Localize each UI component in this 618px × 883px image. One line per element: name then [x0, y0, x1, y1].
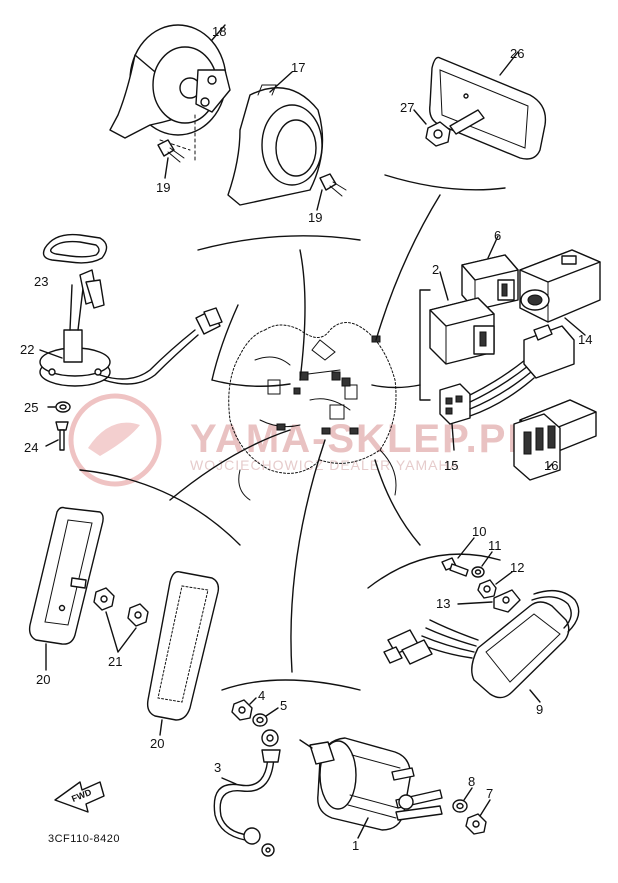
- connector-15: [439, 324, 575, 451]
- watermark-logo-icon: [68, 393, 162, 487]
- callout-18: 18: [212, 24, 226, 39]
- frame-sketch: [228, 322, 397, 501]
- washer-25: [47, 401, 71, 413]
- callout-9: 9: [536, 702, 543, 717]
- forward-arrow-icon: FWD: [54, 781, 105, 813]
- nuts-21: [93, 587, 149, 653]
- callout-5: 5: [280, 698, 287, 713]
- callouts: 18 17 19 19 26 27 23 22 25 24 6 2 14 15 …: [20, 24, 592, 853]
- reflector-20-front: [146, 571, 220, 736]
- callout-20-right: 20: [150, 736, 164, 751]
- callout-22: 22: [20, 342, 34, 357]
- starter-relay-1: [299, 737, 443, 839]
- callout-14: 14: [578, 332, 592, 347]
- fuel-sender-22: [39, 269, 223, 387]
- bolt-19-right: [316, 173, 347, 211]
- callout-3: 3: [214, 760, 221, 775]
- callout-7: 7: [486, 786, 493, 801]
- bolt-10: [441, 537, 475, 577]
- group-dividers: [79, 174, 506, 691]
- callout-15: 15: [444, 458, 458, 473]
- screw-24: [45, 421, 69, 451]
- horn-18: [109, 24, 231, 161]
- gasket-23: [42, 233, 108, 264]
- callout-4: 4: [258, 688, 265, 703]
- callout-6: 6: [494, 228, 501, 243]
- part-code: 3CF110-8420: [48, 833, 120, 845]
- relay-2: [429, 271, 495, 365]
- nut-7: [465, 799, 491, 835]
- horn-17: [227, 71, 324, 206]
- washer-8: [452, 787, 473, 813]
- regulator-9: [383, 589, 580, 703]
- callout-19-right: 19: [308, 210, 322, 225]
- callout-13: 13: [436, 596, 450, 611]
- nut-27: [413, 109, 485, 147]
- control-unit-14: [519, 249, 601, 336]
- callout-26: 26: [510, 46, 524, 61]
- relay-6: [461, 235, 519, 311]
- callout-11: 11: [488, 538, 502, 553]
- callout-21: 21: [108, 654, 122, 669]
- bolt-19-left: [157, 139, 185, 179]
- callout-16: 16: [544, 458, 558, 473]
- watermark-brand: YAMA-SKLEP.PL: [190, 417, 534, 461]
- reflector-26: [429, 51, 547, 160]
- callout-17: 17: [291, 60, 305, 75]
- callout-25: 25: [24, 400, 38, 415]
- nut-4: [231, 697, 257, 721]
- callout-10: 10: [472, 524, 486, 539]
- callout-23: 23: [34, 274, 48, 289]
- reflector-20-back: [28, 506, 104, 671]
- callout-12: 12: [510, 560, 524, 575]
- clamp-13: [457, 589, 521, 613]
- watermark-helmet-icon: [88, 422, 140, 456]
- fuse-block-16: [513, 399, 597, 481]
- watermark: YAMA-SKLEP.PL WOJCIECHOWICZ DEALER YAMAH…: [68, 393, 534, 487]
- nut-12: [477, 571, 513, 599]
- callout-20-left: 20: [36, 672, 50, 687]
- callout-8: 8: [468, 774, 475, 789]
- callout-19-left: 19: [156, 180, 170, 195]
- washer-5: [252, 707, 279, 727]
- callout-1: 1: [352, 838, 359, 853]
- callout-2: 2: [432, 262, 439, 277]
- callout-24: 24: [24, 440, 38, 455]
- washer-11: [471, 551, 493, 578]
- cable-3: [213, 729, 281, 857]
- watermark-subtitle: WOJCIECHOWICZ DEALER YAMAHA: [190, 457, 460, 473]
- callout-27: 27: [400, 100, 414, 115]
